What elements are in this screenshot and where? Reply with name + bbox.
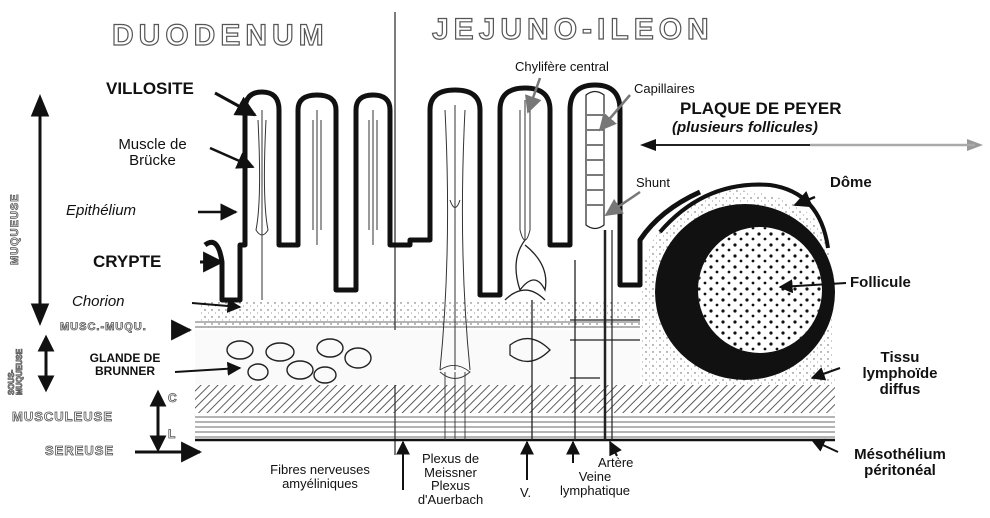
label-sous-muqueuse: SOUS- MUQUEUSE [8,349,25,395]
label-veine-line2: lymphatique [540,484,650,498]
label-fibres-line1: Fibres nerveuses [245,463,395,477]
label-plexus-line4: d'Auerbach [403,493,498,507]
label-chylifere: Chylifère central [515,60,609,74]
label-sous-line2: MUQUEUSE [16,349,24,395]
label-meso-line1: Mésothélium [835,447,965,463]
muscle-longitudinal [195,413,835,438]
label-musc-muqu: MUSC.-MUQU. [60,322,147,334]
label-v: V. [520,486,531,500]
label-sereuse: SEREUSE [45,444,114,458]
label-artere: Artère [598,456,633,470]
peyer-double-arrow [640,139,983,151]
label-chorion: Chorion [72,294,125,310]
heading-duodenum: DUODENUM [112,20,329,52]
label-muscle-line1: Muscle de [95,137,210,153]
label-c: C [168,392,178,405]
label-tissu-lymphoide: Tissu lymphoïde diffus [840,350,960,397]
label-plaque-sub: (plusieurs follicules) [672,120,818,136]
label-plexus: Plexus de Meissner Plexus d'Auerbach [403,452,498,507]
submucosa [195,330,640,385]
muscle-circular [195,385,835,413]
label-plexus-line3: Plexus [403,479,498,493]
label-crypte: CRYPTE [93,253,161,271]
label-veine-line1: Veine [540,470,650,484]
heading-jejuno-ileon: JEJUNO-ILEON [432,14,714,46]
label-fibres: Fibres nerveuses amyéliniques [245,463,395,490]
label-glande-line2: BRUNNER [75,365,175,378]
label-veine-lymphatique: Veine lymphatique [540,470,650,497]
label-l: L [168,428,176,441]
label-shunt: Shunt [636,176,670,190]
label-tissu-line1: Tissu [840,350,960,366]
label-musculeuse: MUSCULEUSE [12,410,113,424]
label-glande-brunner: GLANDE DE BRUNNER [75,352,175,377]
label-plexus-line2: Meissner [403,466,498,480]
label-follicule: Follicule [850,275,911,291]
label-fibres-line2: amyéliniques [245,477,395,491]
label-villosite: VILLOSITE [106,80,194,98]
label-mesothelium: Mésothélium péritonéal [835,447,965,479]
label-dome: Dôme [830,175,872,191]
label-muscle-line2: Brücke [95,153,210,169]
label-plaque-peyer: PLAQUE DE PEYER [680,100,842,118]
label-capillaires: Capillaires [634,82,695,96]
label-meso-line2: péritonéal [835,463,965,479]
label-tissu-line3: diffus [840,382,960,398]
label-plexus-line1: Plexus de [403,452,498,466]
chorion-area [200,300,640,335]
label-glande-line1: GLANDE DE [75,352,175,365]
label-epithelium: Epithélium [66,203,136,219]
label-muscle-brucke: Muscle de Brücke [95,137,210,169]
label-tissu-line2: lymphoïde [840,366,960,382]
label-muqueuse: MUQUEUSE [10,193,22,265]
mucosa-outline [205,85,700,300]
